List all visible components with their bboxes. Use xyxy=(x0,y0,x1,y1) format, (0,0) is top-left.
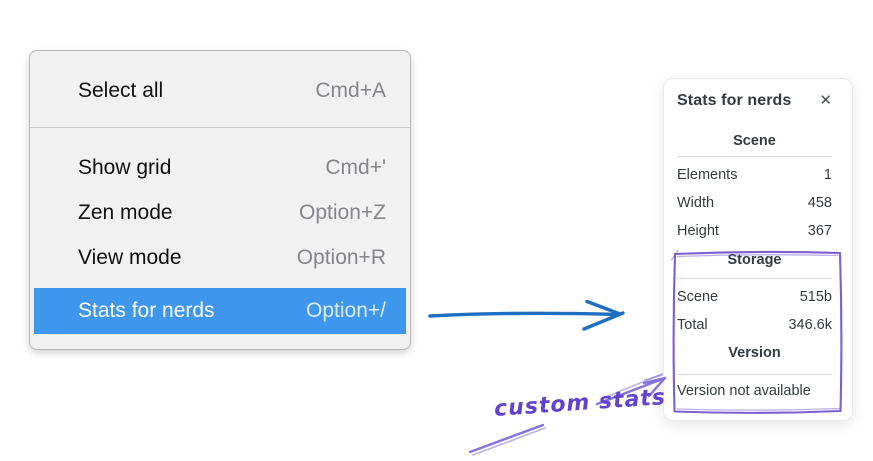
stat-row-scene-storage: Scene 515b xyxy=(677,283,832,311)
menu-item-shortcut: Cmd+A xyxy=(315,79,386,102)
stats-panel: Stats for nerds ✕ Scene Elements 1 Width… xyxy=(663,78,853,421)
context-menu: Select all Cmd+A Show grid Cmd+' Zen mod… xyxy=(29,50,411,350)
menu-item-shortcut: Cmd+' xyxy=(325,155,386,179)
blue-arrow xyxy=(428,299,625,331)
menu-item-label: Select all xyxy=(78,79,164,102)
menu-item-select-all[interactable]: Select all Cmd+A xyxy=(34,63,406,119)
stat-label: Total xyxy=(677,317,708,333)
scene-rows: Elements 1 Width 458 Height 367 xyxy=(677,161,832,245)
menu-item-label: Zen mode xyxy=(78,200,173,224)
version-note: Version not available xyxy=(677,383,811,399)
stat-value: 1 xyxy=(823,167,832,183)
section-divider xyxy=(677,374,832,375)
menu-item-stats-for-nerds[interactable]: Stats for nerds Option+/ xyxy=(34,288,406,334)
stat-label: Elements xyxy=(677,167,738,183)
menu-item-label: Stats for nerds xyxy=(78,299,215,322)
menu-item-zen-mode[interactable]: Zen mode Option+Z xyxy=(34,190,406,235)
section-title-storage: Storage xyxy=(727,252,782,268)
storage-rows: Scene 515b Total 346.6k xyxy=(677,283,832,339)
stat-row-total-storage: Total 346.6k xyxy=(677,311,832,339)
stat-label: Height xyxy=(677,223,719,239)
close-icon[interactable]: ✕ xyxy=(819,91,832,109)
stat-value: 515b xyxy=(799,289,832,305)
menu-item-shortcut: Option+/ xyxy=(306,299,386,322)
section-title-scene: Scene xyxy=(733,133,776,149)
stat-label: Scene xyxy=(677,289,719,305)
stats-panel-header: Stats for nerds ✕ xyxy=(677,91,832,111)
stat-value: 367 xyxy=(807,223,832,239)
section-title-version: Version xyxy=(728,345,781,361)
stat-row-height: Height 367 xyxy=(677,217,832,245)
stat-row-width: Width 458 xyxy=(677,189,832,217)
stat-label: Width xyxy=(677,195,715,211)
stats-panel-title: Stats for nerds xyxy=(677,92,792,109)
stat-value: 346.6k xyxy=(788,317,832,333)
menu-divider xyxy=(30,127,410,128)
annotation-text: custom stats xyxy=(493,385,667,422)
menu-item-view-mode[interactable]: View mode Option+R xyxy=(34,235,406,280)
menu-item-shortcut: Option+Z xyxy=(299,200,386,224)
menu-item-label: View mode xyxy=(78,245,182,269)
section-divider xyxy=(677,156,832,157)
stat-value: 458 xyxy=(807,195,832,211)
menu-item-shortcut: Option+R xyxy=(296,245,386,269)
stat-row-elements: Elements 1 xyxy=(677,161,832,189)
section-divider xyxy=(677,278,832,279)
menu-item-label: Show grid xyxy=(78,155,172,179)
menu-item-show-grid[interactable]: Show grid Cmd+' xyxy=(34,145,406,190)
